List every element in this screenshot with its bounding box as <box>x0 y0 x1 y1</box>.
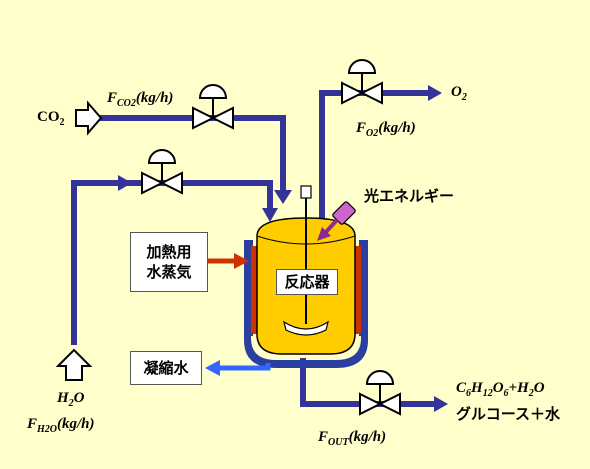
reactor-jacket <box>244 240 368 368</box>
heater-band <box>251 246 257 334</box>
co2-label: CO2 <box>37 109 65 128</box>
light-energy-label: 光エネルギー <box>364 187 455 205</box>
heater-band <box>355 246 361 334</box>
reactor-label-box: 反応器 <box>276 269 338 295</box>
valve-icon <box>192 84 234 130</box>
o2-label: O2 <box>451 84 467 103</box>
condensate-outlet-arrow <box>205 360 271 376</box>
o2-outlet-line <box>319 85 442 228</box>
product-formula: C6H12O6+H2O <box>456 380 545 399</box>
valve-icon <box>359 370 401 416</box>
f-o2-label: FO2(kg/h) <box>356 120 416 139</box>
stirrer-icon <box>283 185 329 336</box>
condensate-box: 凝縮水 <box>130 351 202 385</box>
h2o-label: H2O <box>57 390 85 409</box>
light-source-icon <box>317 201 356 241</box>
f-co2-label: FCO2(kg/h) <box>107 90 174 109</box>
valve-icon <box>341 59 383 105</box>
steam-inlet-arrow <box>207 253 249 269</box>
f-h2o-label: FH2O(kg/h) <box>27 416 95 435</box>
hollow-arrow-icon <box>75 100 103 136</box>
product-jp-label: グルコース＋水 <box>456 405 560 423</box>
f-out-label: FOUT(kg/h) <box>318 429 387 448</box>
heating-steam-box: 加熱用 水蒸気 <box>130 232 208 292</box>
hollow-arrow-icon <box>55 348 93 381</box>
co2-feed-line <box>100 115 292 204</box>
valve-icon <box>141 149 183 195</box>
